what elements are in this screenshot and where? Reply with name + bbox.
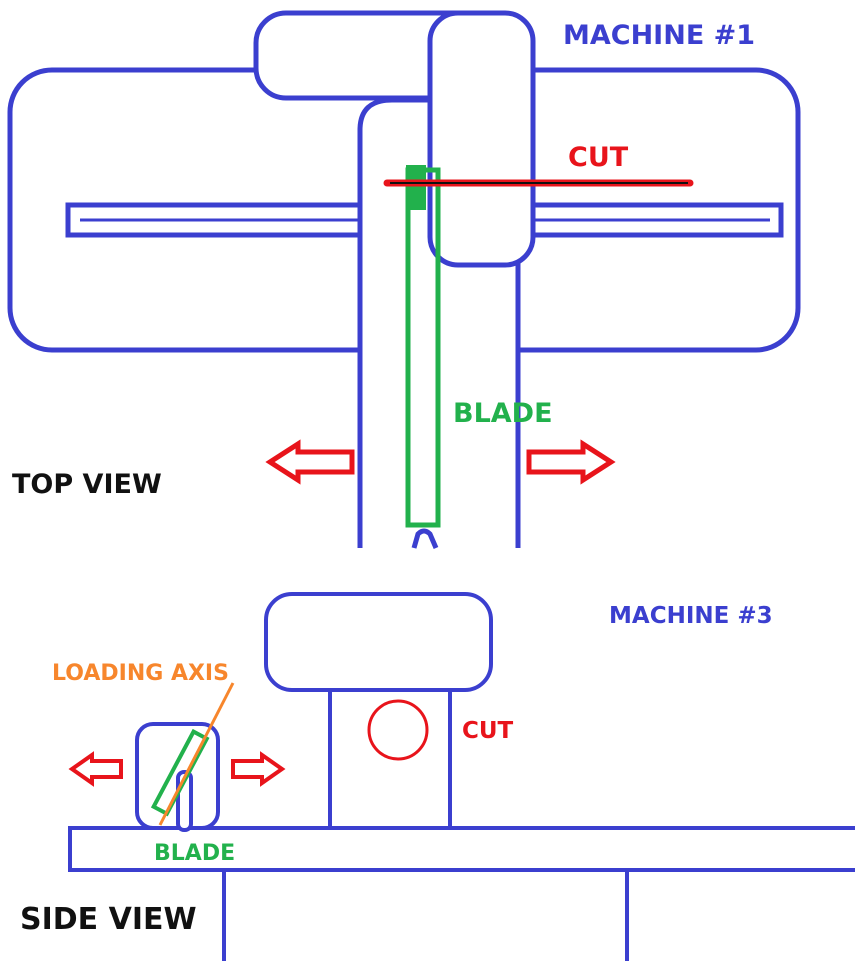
arrow-right-icon: [231, 751, 286, 787]
machine-head-side: [264, 592, 493, 692]
cut-label-side: CUT: [462, 718, 514, 744]
arrow-left-icon: [68, 751, 123, 787]
top-view-label: TOP VIEW: [12, 469, 162, 500]
blade-side: [150, 728, 210, 817]
side-view-label: SIDE VIEW: [20, 902, 197, 937]
cut-circle-side: [367, 699, 429, 761]
blade-label-side: BLADE: [154, 841, 235, 866]
loading-axis-label: LOADING AXIS: [52, 661, 229, 686]
loading-axis-line: [158, 682, 235, 826]
machine-pillar: [328, 668, 452, 830]
cutting-head: [427, 10, 536, 268]
top-view: [7, 10, 801, 548]
arrow-left-icon: [265, 439, 355, 485]
blade-top: [405, 165, 441, 549]
cut-label-top: CUT: [568, 142, 629, 173]
table-top: [68, 826, 855, 872]
machine-1-label: MACHINE #1: [563, 20, 755, 51]
blade-label-top: BLADE: [453, 398, 553, 429]
machine-3-label: MACHINE #3: [609, 603, 773, 629]
arrow-right-icon: [526, 439, 616, 485]
